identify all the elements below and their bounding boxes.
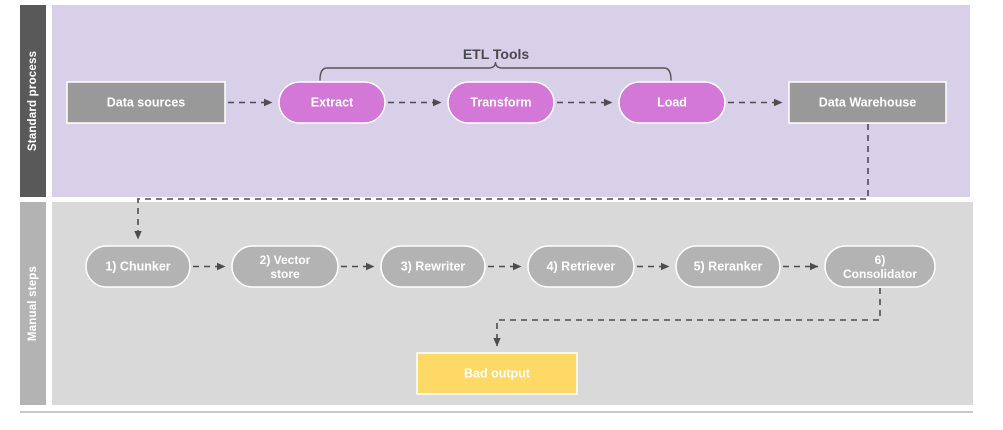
- swimlane-label: Standard process: [27, 51, 39, 151]
- node-shape-pill: [447, 81, 555, 124]
- node-shape-rect: [416, 352, 578, 395]
- swimlane-header-standard-process[interactable]: Standard process: [20, 5, 46, 197]
- node-extract[interactable]: Extract: [278, 81, 386, 124]
- connector-consolidator-to-bad-output: [493, 288, 881, 347]
- node-label: Extract: [311, 95, 354, 109]
- node-shape-pill: [85, 245, 191, 288]
- node-label: Data Warehouse: [819, 95, 917, 109]
- annotation-label: ETL Tools: [463, 46, 530, 62]
- node-shape-pill: [675, 245, 781, 288]
- node-transform[interactable]: Transform: [447, 81, 555, 124]
- connector-data-warehouse-to-chunker: [134, 124, 869, 240]
- node-shape-rect: [788, 81, 947, 124]
- node-label: Load: [657, 95, 687, 109]
- node-label: 1) Chunker: [105, 259, 170, 273]
- node-shape-pill: [527, 245, 635, 288]
- node-label-line: 6): [875, 253, 886, 267]
- node-label: Data sources: [107, 95, 186, 109]
- node-data-warehouse[interactable]: Data Warehouse: [788, 81, 947, 124]
- node-label-line: store: [270, 267, 300, 281]
- node-reranker[interactable]: 5) Reranker: [675, 245, 781, 288]
- node-shape-pill: [618, 81, 726, 124]
- annotation-etl-tools-brace: ETL Tools: [319, 46, 672, 81]
- node-label: Transform: [470, 95, 531, 109]
- node-shape-pill: [380, 245, 486, 288]
- node-bad-output[interactable]: Bad output: [416, 352, 578, 395]
- curly-brace-icon: [319, 61, 672, 81]
- node-data-sources[interactable]: Data sources: [66, 81, 226, 124]
- node-label: 5) Reranker: [694, 259, 763, 273]
- node-shape-pill: [231, 245, 339, 288]
- node-label: 4) Retriever: [547, 259, 616, 273]
- node-shape-rect: [66, 81, 226, 124]
- swimlane-bands: [52, 5, 973, 405]
- node-label-line: 2) Vector: [260, 253, 311, 267]
- swimlane-header-bg: [20, 5, 46, 197]
- annotation-layer: ETL Tools: [319, 46, 672, 81]
- node-label-line: Consolidator: [843, 267, 917, 281]
- swimlane-header-bg: [20, 202, 46, 405]
- node-rewriter[interactable]: 3) Rewriter: [380, 245, 486, 288]
- node-shape-pill: [824, 245, 936, 288]
- node-chunker[interactable]: 1) Chunker: [85, 245, 191, 288]
- node-label: Bad output: [464, 366, 531, 380]
- swimlane-header-manual-steps[interactable]: Manual steps: [20, 202, 46, 405]
- connector-layer: [134, 98, 881, 347]
- swimlane-label: Manual steps: [27, 266, 39, 341]
- node-label: 3) Rewriter: [401, 259, 466, 273]
- node-layer: Data sources Extract Transform Load Data War…: [66, 81, 947, 395]
- node-shape-pill: [278, 81, 386, 124]
- node-consolidator[interactable]: 6)Consolidator: [824, 245, 936, 288]
- node-load[interactable]: Load: [618, 81, 726, 124]
- node-retriever[interactable]: 4) Retriever: [527, 245, 635, 288]
